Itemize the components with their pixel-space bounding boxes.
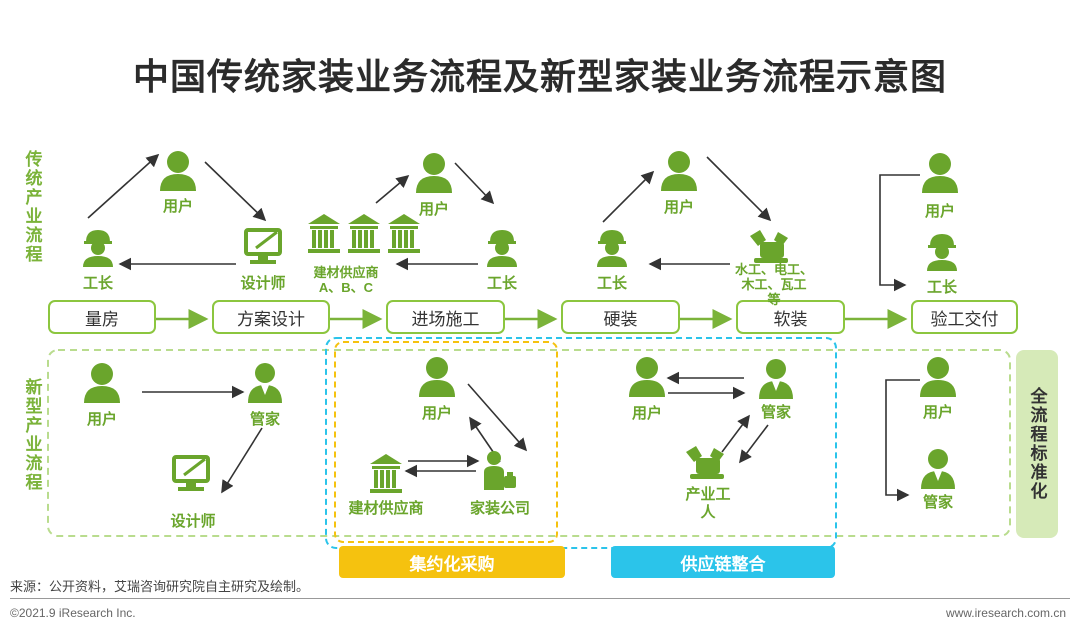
stage-hard-decoration: 硬装 — [561, 300, 680, 334]
designer-icon — [172, 455, 210, 491]
full-process-tag: 全流程标准化 — [1016, 350, 1058, 538]
new-manager-3-label: 管家 — [922, 494, 953, 511]
butler-icon — [248, 363, 282, 403]
procurement-frame — [334, 341, 558, 543]
user-icon — [160, 151, 196, 191]
trad-foreman-4-label: 工长 — [926, 279, 957, 296]
trad-user-1-label: 用户 — [162, 198, 193, 215]
trad-user-2-label: 用户 — [418, 201, 449, 218]
stage-construction: 进场施工 — [386, 300, 505, 334]
foreman-icon — [927, 234, 957, 271]
supply-chain-frame — [325, 337, 837, 549]
stage-soft-decoration: 软装 — [736, 300, 845, 334]
new-user-2-label: 用户 — [421, 405, 452, 422]
supply-chain-tag: 供应链整合 — [611, 546, 835, 578]
stage-measure: 量房 — [48, 300, 156, 334]
full-process-tag-text: 全流程标准化 — [1027, 387, 1047, 501]
new-flow-frame — [47, 349, 1011, 537]
company-staff-icon — [484, 451, 516, 490]
trad-workers-label: 水工、电工、 木工、瓦工 等 — [734, 262, 813, 307]
footer-website: www.iresearch.com.cn — [945, 606, 1066, 620]
trad-user-4-label: 用户 — [924, 203, 955, 220]
traditional-row-label: 传统产业流程 — [25, 150, 43, 264]
user-icon — [84, 363, 120, 403]
source-note: 来源：公开资料，艾瑞咨询研究院自主研究及绘制。 — [10, 579, 310, 594]
trad-foreman-1-label: 工长 — [82, 275, 113, 292]
worker-tools-icon — [686, 446, 724, 479]
new-designer-label: 设计师 — [170, 513, 216, 530]
trad-foreman-3-label: 工长 — [596, 275, 627, 292]
trad-user-3-label: 用户 — [663, 199, 694, 216]
foreman-icon — [83, 230, 113, 267]
user-icon — [661, 151, 697, 191]
stage-design: 方案设计 — [212, 300, 330, 334]
trad-supplier-label: 建材供应商 A、B、C — [313, 265, 379, 295]
foreman-icon — [597, 230, 627, 267]
new-user-3-label: 用户 — [631, 405, 662, 422]
foreman-icon — [487, 230, 517, 267]
footer-divider — [10, 598, 1070, 599]
trad-foreman-2-label: 工长 — [486, 275, 517, 292]
user-icon — [416, 153, 452, 193]
butler-icon — [759, 359, 793, 399]
building-icon — [308, 214, 420, 253]
user-icon — [419, 357, 455, 397]
stage-acceptance: 验工交付 — [911, 300, 1018, 334]
new-supplier-label: 建材供应商 — [348, 500, 424, 517]
user-icon — [920, 357, 956, 397]
procurement-tag: 集约化采购 — [339, 546, 565, 578]
trad-designer-label: 设计师 — [240, 275, 286, 292]
new-user-4-label: 用户 — [922, 404, 953, 421]
flow-arrows — [87, 153, 920, 502]
footer-copyright: ©2021.9 iResearch Inc. — [10, 606, 136, 620]
new-row-label: 新型产业流程 — [25, 378, 43, 492]
new-manager-1-label: 管家 — [249, 411, 280, 428]
new-manager-2-label: 管家 — [760, 404, 791, 421]
page-title: 中国传统家装业务流程及新型家装业务流程示意图 — [132, 56, 947, 97]
worker-tools-icon — [750, 230, 788, 263]
butler-icon — [921, 449, 955, 489]
new-workers-label: 产业工 人 — [685, 486, 731, 521]
user-icon — [922, 153, 958, 193]
new-user-1-label: 用户 — [86, 411, 117, 428]
user-icon — [629, 357, 665, 397]
new-company-label: 家装公司 — [469, 500, 530, 517]
designer-icon — [244, 228, 282, 264]
building-icon — [370, 454, 402, 493]
